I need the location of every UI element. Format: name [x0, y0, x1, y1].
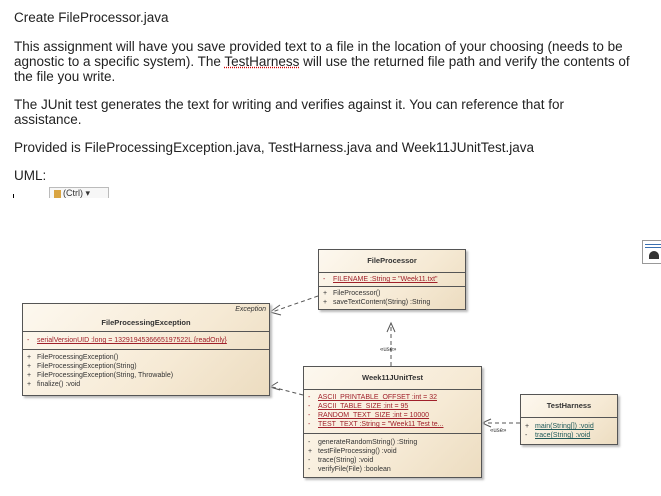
doc-title: Create FileProcessor.java: [14, 10, 169, 25]
operation: main(String[]) :void: [535, 423, 594, 430]
attribute: RANDOM_TEXT_SIZE :int = 10000: [318, 412, 430, 419]
stereotype-exception: Exception: [235, 306, 266, 313]
class-fileprocessor[interactable]: FileProcessor -FILENAME :String = "Week1…: [318, 249, 466, 310]
class-name: Week11JUnitTest: [304, 367, 481, 390]
paragraph-2: The JUnit test generates the text for wr…: [14, 97, 565, 127]
operation: finalize() :void: [37, 381, 81, 388]
text-cursor: [13, 194, 14, 198]
para1-text: This assignment will have you save provi…: [14, 39, 623, 69]
class-name: FileProcessingException: [101, 318, 191, 327]
operation: saveTextContent(String) :String: [333, 299, 431, 306]
class-name: FileProcessor: [319, 250, 465, 273]
uml-label: UML:: [14, 168, 47, 183]
use-stereotype: «use»: [380, 347, 397, 353]
operation: trace(String) :void: [535, 432, 591, 439]
class-week11junittest[interactable]: Week11JUnitTest -ASCII_PRINTABLE_OFFSET …: [303, 366, 482, 478]
clipboard-icon: [54, 190, 61, 198]
operation: FileProcessingException(): [37, 354, 119, 361]
paste-options-button[interactable]: (Ctrl) ▾: [49, 187, 109, 198]
operation: verifyFile(File) :boolean: [318, 466, 391, 473]
paragraph-1: This assignment will have you save provi…: [14, 39, 634, 84]
layout-options-icon[interactable]: [642, 240, 661, 264]
paragraph-3: Provided is FileProcessingException.java…: [14, 140, 535, 155]
attribute: serialVersionUID :long = 132919453666519…: [37, 337, 227, 344]
use-stereotype: «use»: [490, 428, 507, 434]
attribute: ASCII_PRINTABLE_OFFSET :int = 32: [318, 394, 437, 401]
operation: FileProcessor(): [333, 290, 381, 297]
class-testharness[interactable]: TestHarness +main(String[]) :void -trace…: [520, 394, 618, 445]
para1-text-end: will use the returned file path and veri…: [14, 54, 630, 84]
attribute: ASCII_TABLE_SIZE :int = 95: [318, 403, 409, 410]
dependency-line: [271, 386, 304, 396]
testharness-term: TestHarness: [224, 54, 300, 69]
operation: FileProcessingException(String): [37, 363, 137, 370]
attribute: TEST_TEXT :String = "Week11 Test te...: [318, 421, 444, 428]
dependency-line: [271, 295, 319, 313]
attribute: FILENAME :String = "Week11.txt": [333, 276, 438, 283]
operation: FileProcessingException(String, Throwabl…: [37, 372, 174, 379]
operation: generateRandomString() :String: [318, 439, 418, 446]
operation: trace(String) :void: [318, 457, 374, 464]
operation: testFileProcessing() :void: [318, 448, 397, 455]
class-name: TestHarness: [521, 395, 617, 418]
